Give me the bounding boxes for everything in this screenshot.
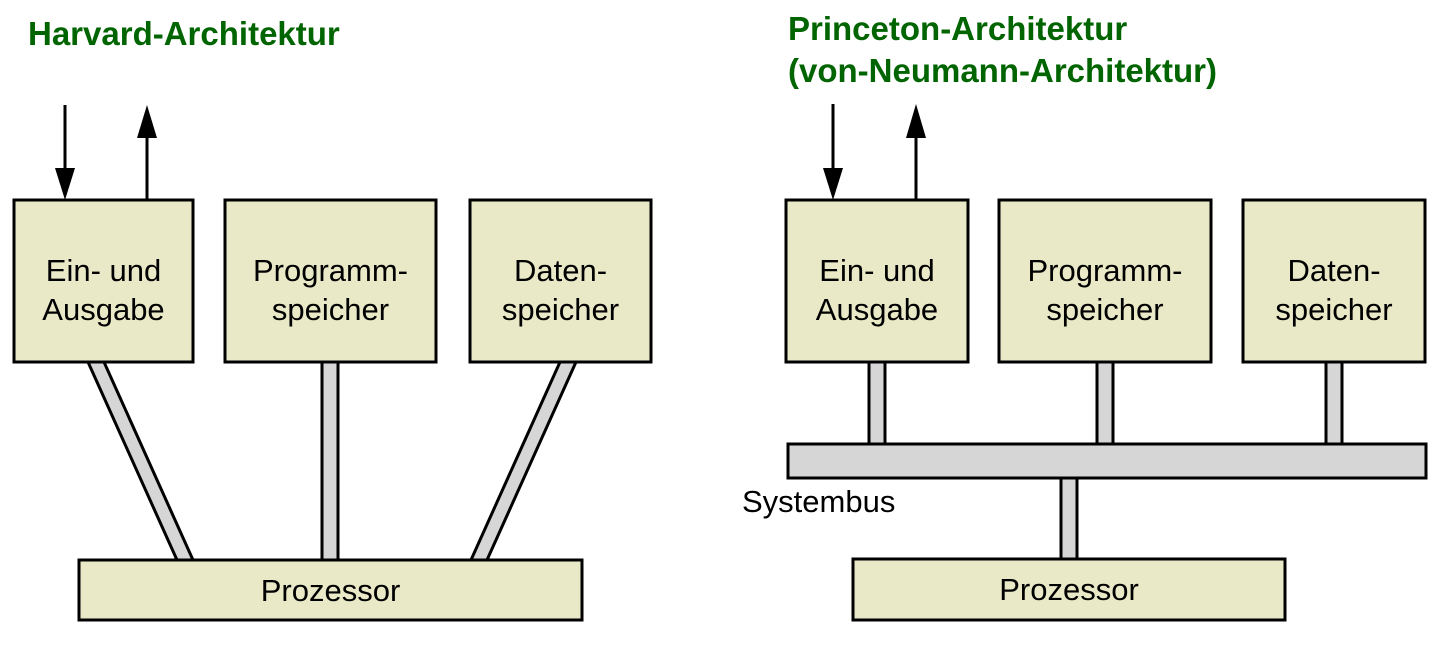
princeton-unit-program-memory[interactable]: Programm- speicher (997, 198, 1213, 364)
harvard-unit-program-memory-line2: speicher (272, 292, 389, 327)
harvard-output-arrow (137, 105, 157, 200)
princeton-system-bus-label: Systembus (742, 484, 895, 519)
harvard-unit-io[interactable]: Ein- und Ausgabe (12, 198, 195, 364)
harvard-unit-program-memory-line1: Programm- (253, 253, 408, 288)
arrow-head-down-icon (55, 168, 75, 200)
harvard-unit-io-line2: Ausgabe (42, 292, 164, 327)
princeton-unit-data-memory[interactable]: Daten- speicher (1241, 198, 1427, 364)
harvard-unit-data-memory-line2: speicher (502, 292, 619, 327)
princeton-unit-program-memory-line2: speicher (1046, 292, 1163, 327)
harvard-data-bus (468, 360, 579, 562)
harvard-diagram: Harvard-Architektur Ein- und Ausgab (12, 15, 653, 622)
princeton-system-bus (786, 442, 1428, 480)
princeton-processor-bus (1059, 474, 1079, 564)
princeton-unit-data-memory-line2: speicher (1275, 292, 1392, 327)
princeton-unit-io-line1: Ein- und (819, 253, 934, 288)
harvard-input-arrow (55, 105, 75, 200)
princeton-unit-data-memory-line1: Daten- (1287, 253, 1380, 288)
harvard-unit-io-line1: Ein- und (46, 253, 161, 288)
arrow-head-down-icon (823, 168, 843, 200)
princeton-unit-program-memory-line1: Programm- (1027, 253, 1182, 288)
princeton-processor-label: Prozessor (999, 572, 1139, 607)
princeton-io-bus (867, 360, 887, 448)
princeton-data-bus (1324, 360, 1344, 448)
princeton-processor[interactable]: Prozessor (851, 557, 1287, 622)
harvard-io-bus (85, 360, 196, 562)
princeton-input-arrow (823, 104, 843, 200)
harvard-program-bus (320, 360, 340, 562)
harvard-title: Harvard-Architektur (28, 15, 340, 52)
arrow-head-up-icon (906, 104, 926, 138)
princeton-title-line1: Princeton-Architektur (788, 10, 1127, 47)
harvard-processor-label: Prozessor (261, 573, 401, 608)
arrow-head-up-icon (137, 105, 157, 138)
harvard-unit-data-memory-line1: Daten- (514, 253, 607, 288)
princeton-unit-io[interactable]: Ein- und Ausgabe (784, 198, 970, 364)
princeton-unit-io-line2: Ausgabe (816, 292, 938, 327)
harvard-unit-data-memory[interactable]: Daten- speicher (468, 198, 653, 364)
princeton-title-line2: (von-Neumann-Architektur) (788, 52, 1217, 89)
princeton-output-arrow (906, 104, 926, 200)
harvard-unit-program-memory[interactable]: Programm- speicher (223, 198, 438, 364)
princeton-program-bus (1095, 360, 1115, 448)
princeton-diagram: Princeton-Architektur (von-Neumann-Archi… (742, 10, 1428, 622)
harvard-processor[interactable]: Prozessor (77, 558, 584, 622)
